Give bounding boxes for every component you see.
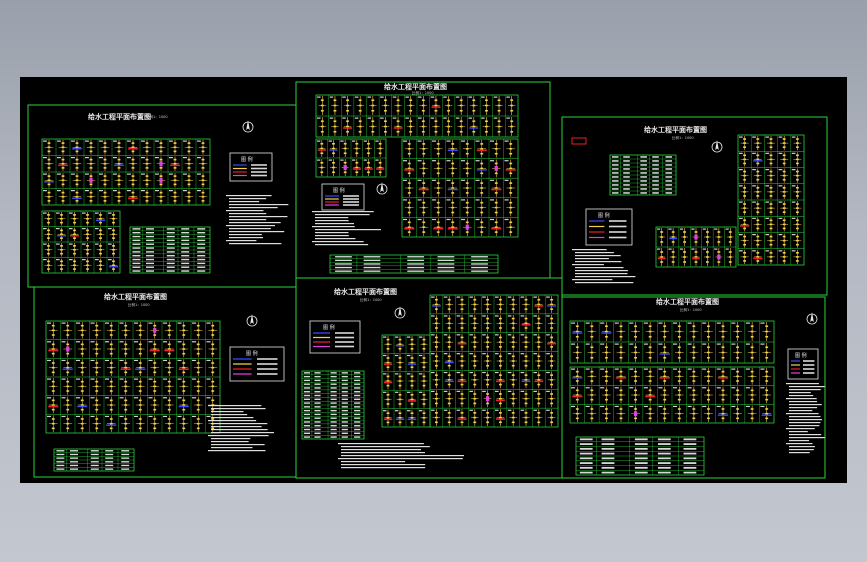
pipe-network-plan — [41, 210, 121, 274]
north-arrow-icon — [246, 314, 258, 327]
design-notes-block — [208, 405, 274, 452]
pipe-network-plan — [569, 320, 775, 364]
pipe-schedule-table — [301, 370, 365, 440]
pipe-network-plan — [737, 134, 805, 266]
sheet-title: 给水工程平面布置图 — [644, 125, 707, 134]
sheet-scale: 比例1：1000 — [128, 302, 150, 307]
pipe-network-plan — [401, 138, 519, 238]
north-arrow-icon — [711, 140, 723, 153]
sheet-scale: 比例1：1000 — [680, 307, 702, 312]
legend-title: 图 例 — [795, 352, 807, 359]
title-stamp — [571, 137, 587, 145]
sheet-6: 给水工程平面布置图 比例1：1000 图 例 — [561, 296, 826, 479]
design-notes-block — [312, 211, 381, 246]
pipe-schedule-table — [329, 254, 499, 274]
pipe-network-plan — [381, 334, 431, 428]
design-notes-block — [338, 443, 465, 469]
north-arrow-icon — [806, 312, 818, 325]
legend-title: 图 例 — [241, 156, 253, 163]
design-notes-block — [572, 249, 636, 284]
legend-box: 图 例 — [321, 183, 365, 211]
sheet-5: 给水工程平面布置图 比例1：1000 图 例 — [295, 277, 563, 479]
sheet-frame — [561, 116, 828, 296]
sheet-title: 给水工程平面布置图 — [104, 292, 167, 301]
sheet-frame — [295, 277, 563, 479]
pipe-network-plan — [569, 366, 775, 424]
sheet-1: 给水工程平面布置图 比例1：1000 图 例 — [27, 104, 297, 288]
north-arrow-icon — [394, 306, 406, 319]
legend-box: 图 例 — [585, 208, 633, 246]
pipe-network-plan — [315, 138, 387, 178]
north-arrow-icon — [242, 120, 254, 133]
design-notes-block — [786, 383, 825, 454]
cad-drawing-viewport[interactable]: 给水工程平面布置图 比例1：1000 图 例 给水工程平面布置图 比例1：100… — [20, 77, 847, 483]
sheet-4: 给水工程平面布置图 比例1：1000 图 例 — [33, 286, 297, 478]
sheet-title: 给水工程平面布置图 — [334, 287, 397, 296]
legend-title: 图 例 — [323, 324, 335, 331]
pipe-network-plan — [45, 320, 221, 434]
pipe-schedule-table — [53, 448, 135, 472]
legend-title: 图 例 — [246, 350, 258, 357]
sheet-title: 给水工程平面布置图 — [88, 112, 151, 121]
sheet-frame — [33, 286, 297, 478]
sheet-frame — [561, 296, 826, 479]
pipe-network-plan — [429, 294, 559, 428]
sheet-scale: 比例1：1000 — [672, 135, 694, 140]
pipe-network-plan — [41, 138, 211, 206]
legend-title: 图 例 — [333, 187, 345, 194]
sheet-3: 给水工程平面布置图 比例1：1000 图 例 — [561, 116, 828, 296]
legend-box: 图 例 — [309, 320, 361, 354]
pipe-schedule-table — [129, 226, 211, 274]
north-arrow-icon — [376, 182, 388, 195]
pipe-schedule-table — [609, 154, 677, 196]
sheet-scale: 比例1：1000 — [412, 90, 434, 95]
legend-box: 图 例 — [229, 152, 273, 182]
pipe-schedule-table — [575, 436, 705, 476]
sheet-title: 给水工程平面布置图 — [384, 82, 447, 91]
design-notes-block — [226, 195, 289, 245]
sheet-2: 给水工程平面布置图 比例1：1000 图 例 — [295, 81, 551, 279]
pipe-network-plan — [315, 94, 519, 138]
pipe-network-plan — [655, 226, 737, 268]
legend-box: 图 例 — [229, 346, 285, 382]
sheet-scale: 比例1：1000 — [360, 297, 382, 302]
legend-box: 图 例 — [787, 348, 819, 380]
cad-drawing-canvas[interactable]: 给水工程平面布置图 比例1：1000 图 例 给水工程平面布置图 比例1：100… — [20, 77, 847, 483]
sheet-scale: 比例1：1000 — [146, 114, 168, 119]
legend-title: 图 例 — [598, 212, 610, 219]
sheet-title: 给水工程平面布置图 — [656, 297, 719, 306]
